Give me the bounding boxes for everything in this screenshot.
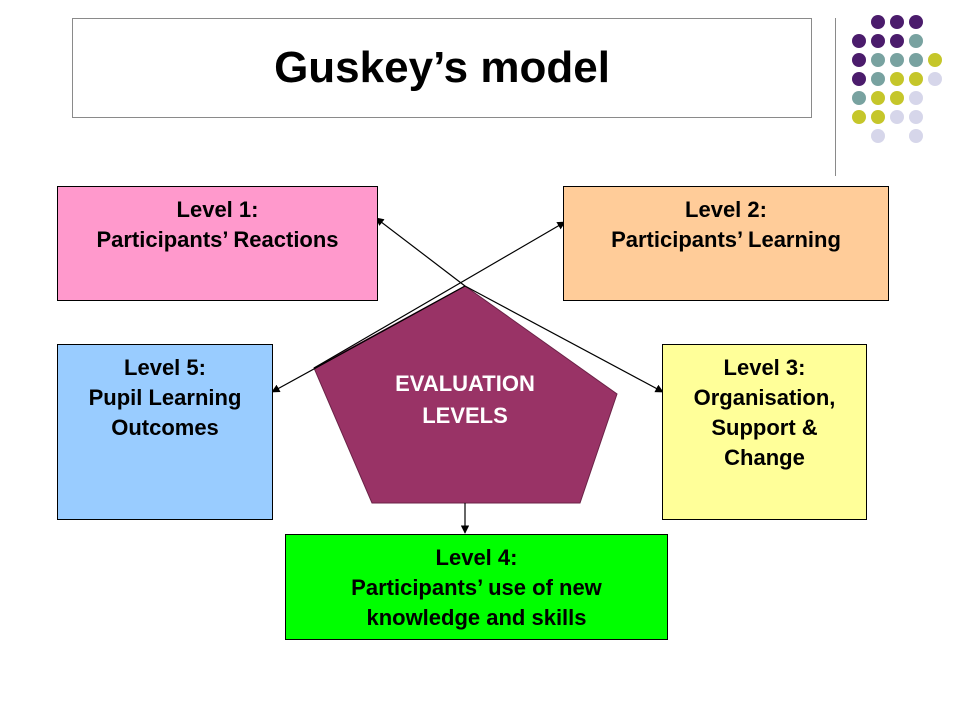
- level-3-label-line-1: Organisation,: [693, 385, 836, 410]
- decorative-dot: [890, 72, 904, 86]
- level-5-box: Level 5: Pupil Learning Outcomes: [57, 344, 273, 520]
- decorative-dot: [852, 91, 866, 105]
- decorative-dot: [928, 53, 942, 67]
- pentagon-label-line-2: LEVELS: [422, 403, 508, 428]
- decorative-dot: [909, 91, 923, 105]
- decorative-divider: [835, 18, 836, 176]
- level-3-title: Level 3:: [723, 355, 806, 380]
- level-5-title: Level 5:: [124, 355, 206, 380]
- level-1-label: Participants’ Reactions: [96, 227, 339, 252]
- level-4-box: Level 4: Participants’ use of new knowle…: [285, 534, 668, 640]
- decorative-dot: [909, 72, 923, 86]
- title-text: Guskey’s model: [274, 43, 610, 92]
- decorative-dot: [890, 15, 904, 29]
- decorative-dot: [871, 15, 885, 29]
- decorative-dot: [852, 53, 866, 67]
- decorative-dot: [890, 91, 904, 105]
- level-5-label-line-2: Outcomes: [111, 415, 219, 440]
- decorative-dot: [909, 53, 923, 67]
- level-2-box: Level 2: Participants’ Learning: [563, 186, 889, 301]
- level-4-label-line-1: Participants’ use of new: [351, 575, 602, 600]
- decorative-dot: [852, 72, 866, 86]
- evaluation-pentagon: [313, 285, 618, 504]
- arrow-to-level-5: [271, 285, 466, 393]
- decorative-dot: [909, 34, 923, 48]
- arrow-to-level-3: [464, 285, 664, 393]
- slide-title: Guskey’s model: [72, 18, 812, 118]
- level-2-title: Level 2:: [685, 197, 767, 222]
- arrow-to-level-2: [313, 221, 566, 369]
- decorative-dot: [890, 34, 904, 48]
- decorative-dot: [890, 53, 904, 67]
- decorative-dot: [871, 129, 885, 143]
- level-2-label: Participants’ Learning: [611, 227, 841, 252]
- decorative-dot: [928, 72, 942, 86]
- level-5-label-line-1: Pupil Learning: [88, 385, 242, 410]
- level-3-label-line-2: Support &: [711, 415, 818, 440]
- level-4-title: Level 4:: [435, 545, 518, 570]
- decorative-dot: [852, 110, 866, 124]
- pentagon-label: EVALUATION LEVELS: [360, 368, 570, 432]
- decorative-dot: [871, 53, 885, 67]
- decorative-dot: [871, 34, 885, 48]
- level-4-label-line-2: knowledge and skills: [366, 605, 587, 630]
- decorative-dot: [890, 110, 904, 124]
- decorative-dot: [871, 110, 885, 124]
- level-3-box: Level 3: Organisation, Support & Change: [662, 344, 867, 520]
- pentagon-label-line-1: EVALUATION: [395, 371, 535, 396]
- decorative-dot: [871, 72, 885, 86]
- decorative-dot: [852, 34, 866, 48]
- decorative-dot: [909, 15, 923, 29]
- level-3-label-line-3: Change: [724, 445, 805, 470]
- arrow-to-level-1: [375, 217, 466, 287]
- decorative-dot: [909, 129, 923, 143]
- decorative-dot: [909, 110, 923, 124]
- level-1-box: Level 1: Participants’ Reactions: [57, 186, 378, 301]
- decorative-dot: [871, 91, 885, 105]
- level-1-title: Level 1:: [176, 197, 259, 222]
